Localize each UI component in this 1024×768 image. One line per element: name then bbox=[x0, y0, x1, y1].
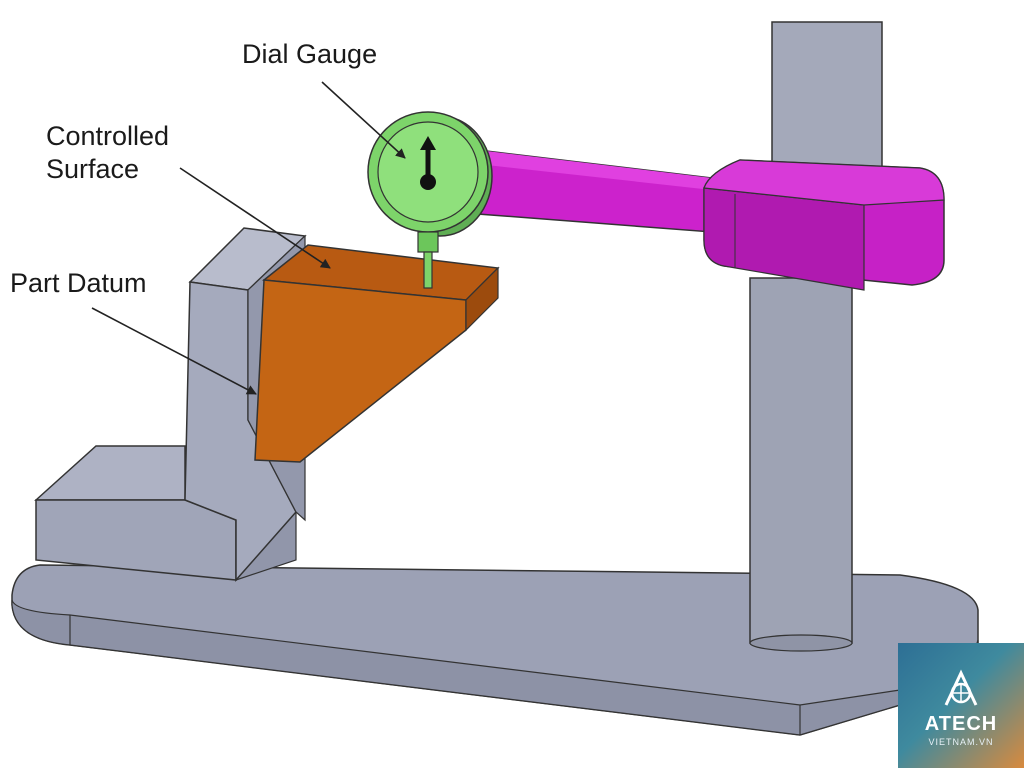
dial-gauge-leader bbox=[321, 81, 406, 159]
logo-mark-icon bbox=[944, 669, 978, 706]
part-datum-leader bbox=[91, 307, 257, 395]
part-datum-label: Part Datum bbox=[10, 268, 147, 298]
atech-logo: ATECH VIETNAM.VN bbox=[898, 643, 1024, 768]
logo-sub-text: VIETNAM.VN bbox=[928, 737, 994, 747]
column bbox=[749, 21, 883, 652]
gauge-arm bbox=[477, 149, 713, 233]
column-clamp bbox=[703, 159, 945, 291]
controlled-surface-label-line1: Controlled bbox=[46, 121, 170, 151]
dial-gauge-label: Dial Gauge bbox=[242, 39, 378, 69]
dial-gauge bbox=[367, 111, 493, 289]
base-plate bbox=[11, 564, 979, 736]
controlled-surface-leader bbox=[179, 167, 331, 269]
part-wedge bbox=[254, 244, 500, 463]
controlled-surface-label-line2: Surface bbox=[46, 154, 140, 184]
logo-brand-text: ATECH bbox=[924, 713, 998, 735]
